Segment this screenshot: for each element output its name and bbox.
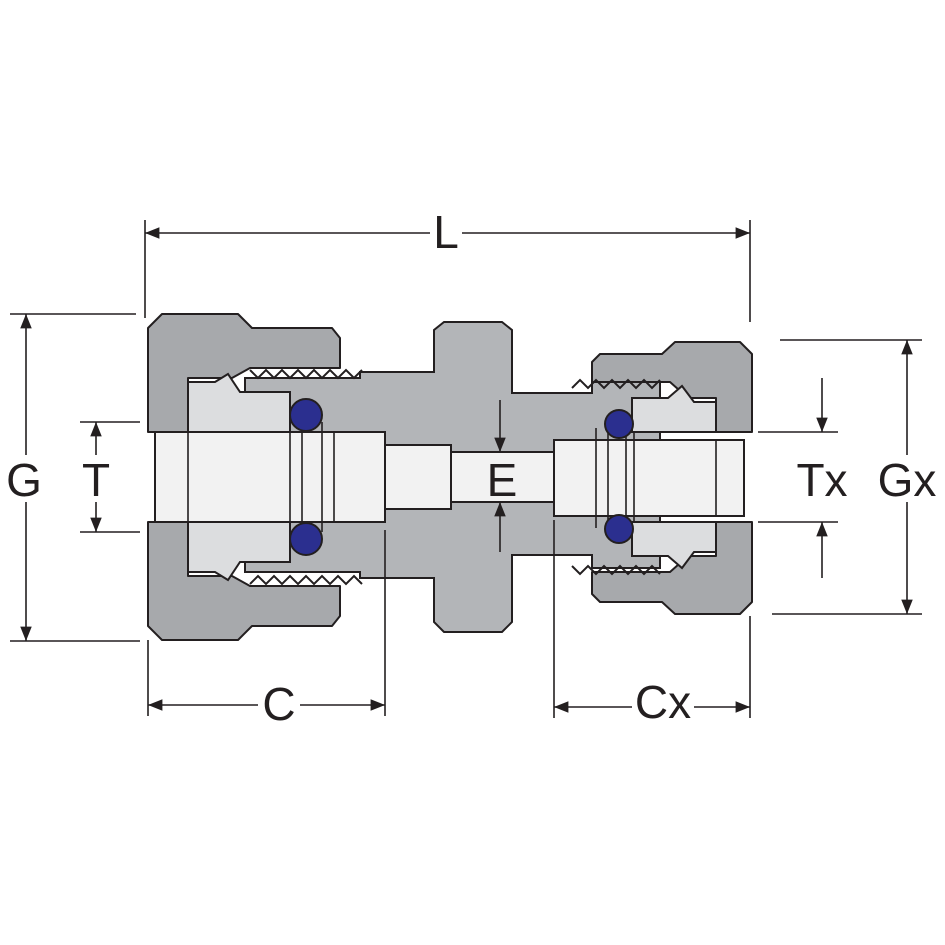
right-tube-bore: [553, 428, 745, 528]
label-Gx: Gx: [878, 454, 937, 506]
dimension-G: G: [6, 313, 140, 642]
left-ferrule: [187, 372, 291, 582]
o-rings: [289, 398, 634, 556]
right-top-oring: [604, 409, 634, 439]
dimension-Tx: Tx: [758, 378, 848, 578]
label-C: C: [262, 678, 295, 730]
dimension-E: E: [487, 400, 518, 552]
dimension-C: C: [147, 530, 386, 730]
left-bottom-oring: [289, 522, 323, 556]
dimension-Gx: Gx: [772, 339, 937, 615]
left-top-oring: [289, 398, 323, 432]
right-ferrule: [631, 384, 717, 570]
dimension-L: L: [144, 206, 751, 322]
label-G: G: [6, 454, 42, 506]
right-thread: [571, 378, 661, 576]
label-Cx: Cx: [635, 676, 691, 728]
dimension-T: T: [80, 421, 140, 533]
label-Tx: Tx: [796, 454, 847, 506]
label-T: T: [82, 454, 110, 506]
left-tube-bore: [154, 420, 386, 534]
left-thread: [249, 368, 363, 586]
right-bottom-oring: [604, 514, 634, 544]
center-bore: [384, 444, 555, 510]
label-E: E: [487, 454, 518, 506]
label-L: L: [433, 206, 459, 258]
dimension-Cx: Cx: [553, 520, 751, 728]
